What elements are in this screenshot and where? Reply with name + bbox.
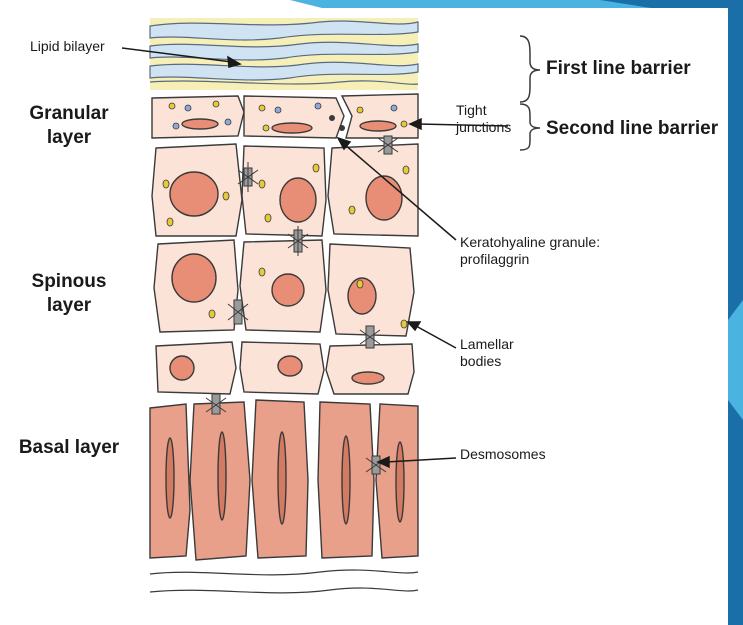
label-second-line-barrier: Second line barrier — [546, 118, 718, 140]
label-tight-junctions: Tight junctions — [456, 102, 520, 136]
label-granular-layer: Granular layer — [14, 102, 124, 150]
label-desmosomes: Desmosomes — [460, 446, 546, 463]
label-spinous-layer: Spinous layer — [14, 270, 124, 318]
label-first-line-barrier: First line barrier — [546, 58, 691, 80]
label-lamellar-bodies: Lamellar bodies — [460, 336, 540, 370]
label-lipid-bilayer: Lipid bilayer — [30, 38, 105, 55]
lipid-bilayer — [150, 18, 418, 90]
label-basal-layer: Basal layer — [14, 436, 124, 460]
spinous-layer — [152, 144, 418, 394]
granular-layer — [152, 94, 418, 138]
label-keratohyaline-granule: Keratohyaline granule: profilaggrin — [460, 234, 610, 268]
